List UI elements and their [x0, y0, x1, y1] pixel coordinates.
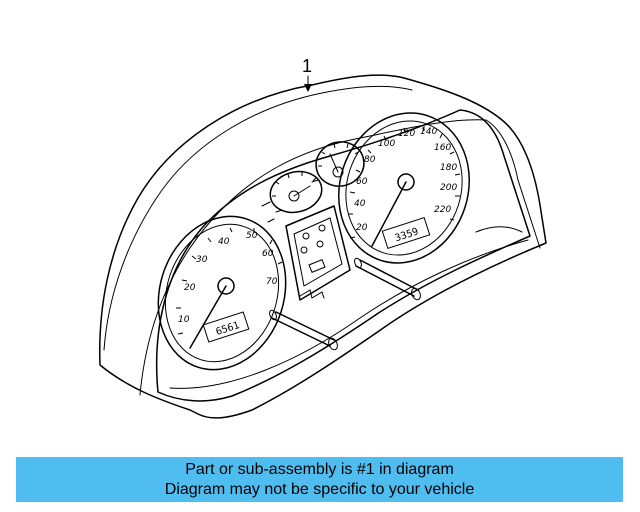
trip-display: [381, 217, 431, 249]
tach-label-30: 30: [196, 255, 208, 265]
speed-label-100: 100: [378, 139, 395, 149]
speed-label-120: 120: [398, 129, 415, 139]
tach-label-40: 40: [218, 237, 230, 247]
caption-line-1: Part or sub-assembly is #1 in diagram: [185, 460, 454, 478]
tach-label-10: 10: [178, 315, 190, 325]
tachometer-gauge: 6561 10 20 30 40 50 60 70: [157, 215, 287, 371]
speed-label-220: 220: [434, 205, 451, 215]
odometer-display: [202, 311, 250, 343]
tach-label-50: 50: [246, 231, 258, 241]
speedometer-gauge: 3359 20 40 60 80 100 120 140 160 180 200…: [338, 112, 470, 264]
caption-line-2: Diagram may not be specific to your vehi…: [164, 480, 475, 498]
cluster-side-wall: [485, 119, 541, 249]
speed-label-60: 60: [356, 177, 368, 187]
warning-lamps: [261, 179, 319, 223]
callout: 1: [302, 56, 312, 92]
speed-label-80: 80: [364, 155, 376, 165]
speed-label-160: 160: [434, 143, 451, 153]
callout-number: 1: [302, 56, 312, 76]
speed-label-200: 200: [440, 183, 457, 193]
tachometer-needle: [189, 285, 227, 349]
cluster-lower-lip: [169, 239, 529, 389]
cluster-inner-ledge: [475, 226, 523, 233]
gauge-bezel: [155, 109, 531, 402]
cluster-hood-inner: [139, 119, 487, 396]
speed-label-20: 20: [356, 223, 368, 233]
trip-reading: 3359: [394, 226, 420, 244]
cluster-housing: [99, 74, 547, 419]
tach-label-60: 60: [262, 249, 274, 259]
speed-label-180: 180: [440, 163, 457, 173]
caption-bar: Part or sub-assembly is #1 in diagram Di…: [16, 457, 623, 502]
mounting-pins: [269, 257, 421, 351]
speedometer-needle: [371, 181, 407, 247]
parts-diagram: 6561 10 20 30 40 50 60 70 3359 20 40 60 …: [99, 56, 547, 419]
odometer-reading: 6561: [215, 320, 241, 338]
tach-label-20: 20: [184, 283, 196, 293]
small-gauges: [269, 141, 365, 214]
cluster-hood-rim: [103, 85, 413, 351]
tach-label-70: 70: [266, 277, 278, 287]
speed-label-140: 140: [420, 127, 437, 137]
center-display: [285, 205, 351, 301]
speed-label-40: 40: [354, 199, 366, 209]
